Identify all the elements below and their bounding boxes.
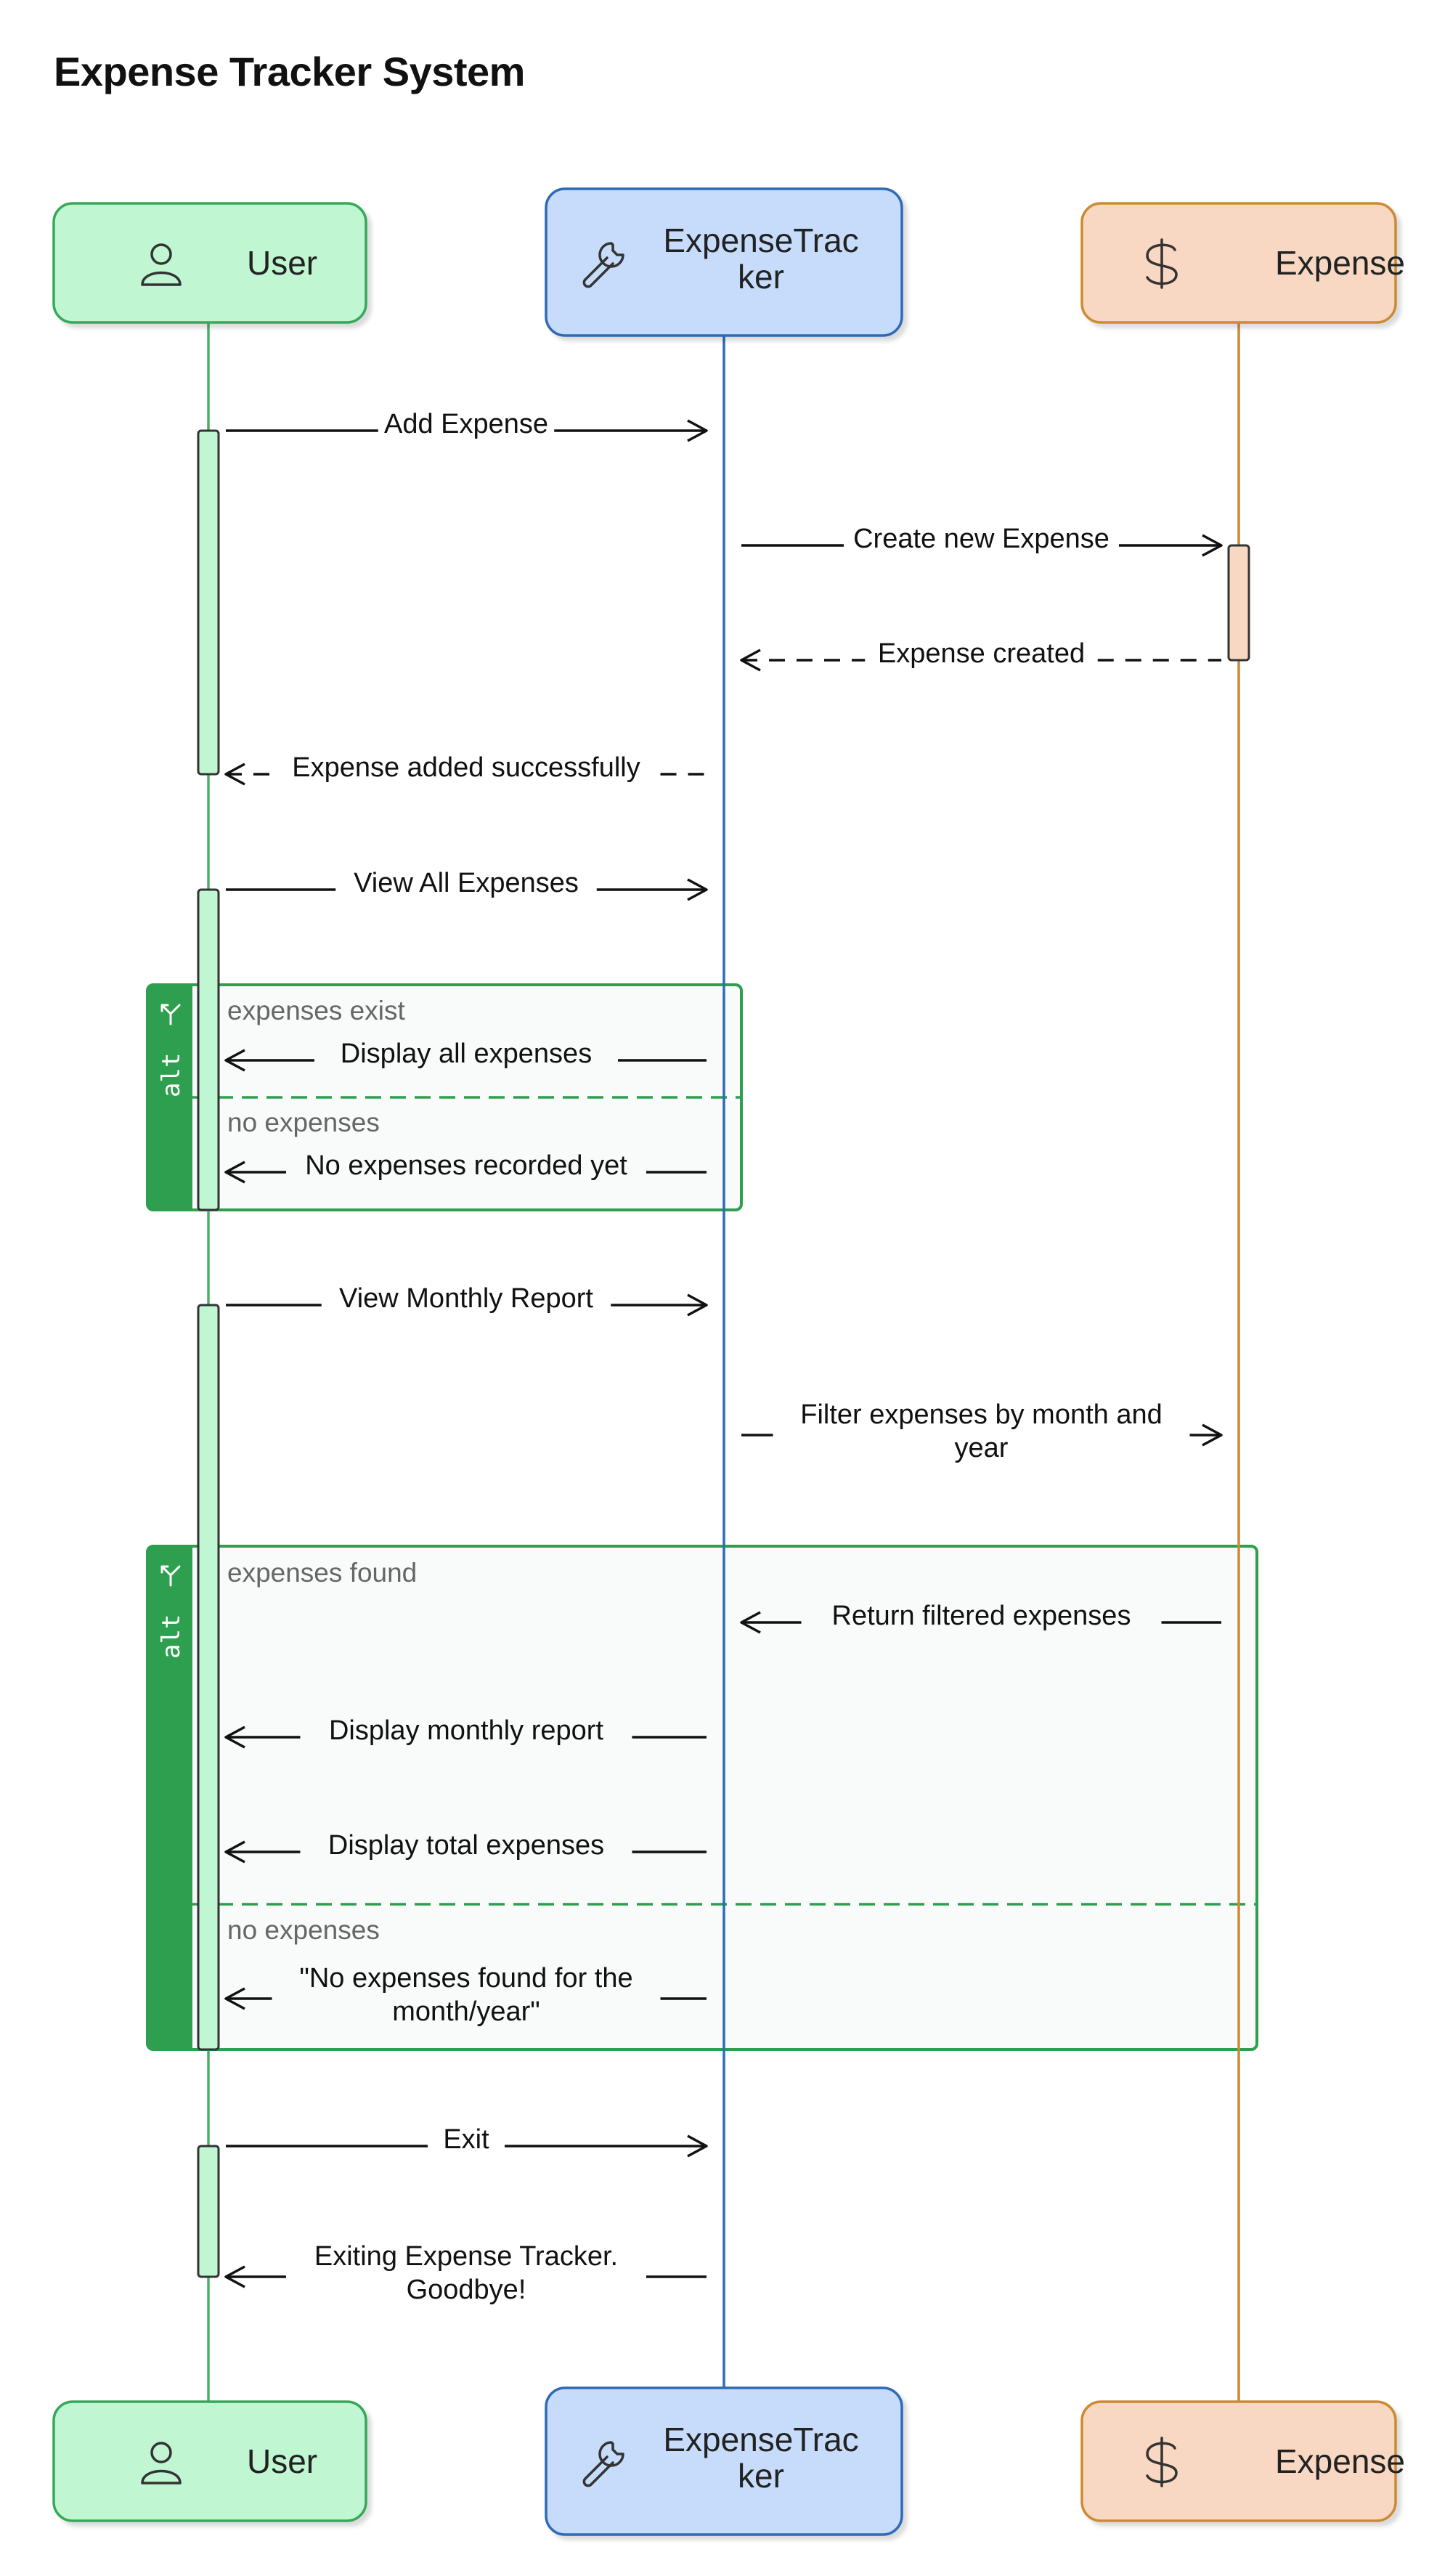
wrench-icon [582,242,624,288]
arrowhead [224,1049,245,1072]
arrowhead [224,1987,245,2010]
alt-tag-label: alt [157,1053,186,1097]
participant-label: ker [738,258,784,296]
message: Display all expenses [224,1039,707,1072]
branch-icon [160,1004,181,1025]
participant-foot-expense: Expense [1080,2400,1405,2522]
message: Exiting Expense Tracker.Goodbye! [224,2241,707,2305]
arrowhead [1202,1423,1223,1447]
arrowhead [1202,534,1223,557]
message: Display monthly report [224,1715,707,1749]
activation-bar [1227,544,1250,662]
arrowhead [224,763,245,786]
message: Display total expenses [224,1830,707,1864]
message-label: Display all expenses [341,1039,592,1069]
arrowhead [687,1293,708,1317]
participant-box [545,187,903,337]
participant-head-user: User [52,202,367,324]
message-label: "No expenses found for the [299,1963,632,1994]
message-label: Filter expenses by month and [800,1399,1163,1430]
user-icon [141,243,182,286]
message-label: Return filtered expenses [832,1601,1131,1631]
participant-label: Expense [1275,244,1405,282]
alt-fragment: alt expenses exist no expenses [146,983,743,1211]
participant-foot-user: User [52,2400,367,2522]
participant-box [52,2400,367,2522]
message-label: Expense added successfully [292,752,640,783]
message-label: View Monthly Report [339,1283,593,1314]
message-label: Create new Expense [853,524,1110,554]
message-label: Expense created [878,638,1085,669]
alt-guard-label: no expenses [227,1915,380,1945]
arrowhead [687,419,708,442]
participant-label: User [247,2442,317,2480]
participant-box [545,2386,903,2536]
participant-label: ker [738,2457,784,2495]
message: Add Expense [226,409,708,442]
message-label: Display total expenses [328,1830,604,1861]
alt-guard-label: expenses exist [227,996,405,1025]
participant-box [52,202,367,324]
participant-label: ExpenseTrac [663,222,858,259]
message: View All Expenses [226,868,708,901]
message-label: Display monthly report [329,1715,603,1746]
message-label: Exit [443,2124,489,2155]
message: No expenses recorded yet [224,1150,707,1184]
activation-bar [197,888,220,1211]
message-label: View All Expenses [354,868,579,898]
arrowhead [224,1726,245,1749]
message-label: Add Expense [384,409,548,439]
arrowhead [224,1161,245,1184]
arrowhead [224,2265,245,2288]
arrowhead [687,2134,708,2158]
participant-box [1080,2400,1397,2522]
message-label: year [955,1433,1009,1463]
activation-bar [197,2145,220,2278]
message: Expense added successfully [224,752,707,786]
message-label: Goodbye! [407,2275,526,2305]
alt-tag-label: alt [157,1614,186,1659]
message-label: No expenses recorded yet [305,1150,627,1181]
participant-label: ExpenseTrac [663,2421,858,2458]
diagram-title: Expense Tracker System [54,49,525,94]
alt-fragment: alt expenses found no expenses [146,1545,1258,2051]
message: Exit [226,2124,708,2158]
arrowhead [224,1840,245,1864]
message: Return filtered expenses [740,1601,1221,1634]
arrowhead [687,878,708,901]
arrowhead [740,649,761,672]
message: View Monthly Report [226,1283,708,1317]
message: Expense created [740,638,1221,672]
participant-head-expense: Expense [1080,202,1405,324]
user-icon [141,2442,182,2484]
alt-guard-label: expenses found [227,1558,417,1588]
alt-guard-label: no expenses [227,1108,380,1137]
branch-icon [160,1565,181,1587]
message: Create new Expense [741,524,1223,557]
message-label: month/year" [392,1996,540,2027]
alt-tag-bar [147,985,192,1210]
dollar-icon [1146,238,1178,289]
participant-label: User [247,244,317,282]
alt-tag-bar [147,1546,192,2049]
arrowhead [740,1611,761,1634]
dollar-icon [1146,2437,1178,2487]
wrench-icon [582,2441,624,2487]
activation-bar [197,1304,220,2051]
message-label: Exiting Expense Tracker. [314,2241,618,2272]
participant-box [1080,202,1397,324]
participant-label: Expense [1275,2442,1405,2480]
activation-bar [197,429,220,776]
